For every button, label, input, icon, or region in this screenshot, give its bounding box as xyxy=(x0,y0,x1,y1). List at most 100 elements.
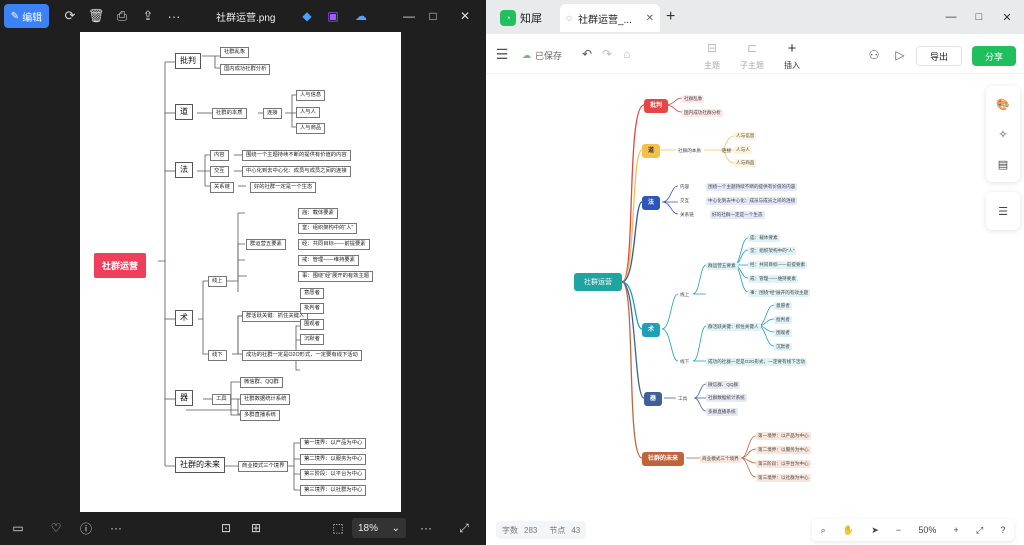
node[interactable]: 社群乱象 xyxy=(682,95,705,103)
edit-button[interactable]: ✎ 编辑 xyxy=(4,4,49,28)
magic-icon[interactable]: ✧ xyxy=(998,128,1008,141)
node[interactable]: 围观者 xyxy=(774,329,792,337)
mindmap-canvas[interactable]: 社群运营 批判 道 法 术 器 社群的未来 社群乱象 国内成功社群分析 社群的本… xyxy=(486,74,1024,514)
cloud-off-icon[interactable]: ☁ xyxy=(355,9,367,23)
child-node-icon[interactable]: ⊏ xyxy=(746,41,758,55)
info-icon[interactable]: ⓘ xyxy=(79,521,92,536)
fullscreen-icon[interactable]: ⤢ xyxy=(459,520,469,535)
root-node[interactable]: 社群运营 xyxy=(574,273,622,291)
favorite-icon[interactable]: ♡ xyxy=(50,521,62,535)
more-icon[interactable]: ··· xyxy=(167,8,181,24)
present-icon[interactable]: ▷ xyxy=(895,48,905,62)
node[interactable]: 第三阶段：以平台为中心 xyxy=(756,460,811,468)
node[interactable]: 好的社群一定是一个生态 xyxy=(710,211,765,219)
node[interactable]: 社群的本质 xyxy=(678,148,701,153)
crop-icon[interactable]: ⊡ xyxy=(220,521,232,535)
text-recognize-icon[interactable]: ⊞ xyxy=(250,521,262,535)
app-icon-2[interactable]: ▣ xyxy=(327,9,339,23)
node[interactable]: 国内成功社群分析 xyxy=(682,109,723,117)
maximize-button[interactable]: □ xyxy=(429,9,437,23)
node[interactable]: 沉默者 xyxy=(774,343,792,351)
zoom-select[interactable]: 18% ⌄ xyxy=(352,518,406,538)
node-future[interactable]: 社群的未来 xyxy=(642,452,685,466)
new-tab-button[interactable]: + xyxy=(666,8,676,25)
layout-icon[interactable]: ▤ xyxy=(997,158,1009,171)
node-fa[interactable]: 法 xyxy=(642,196,661,210)
undo-icon[interactable]: ↶ xyxy=(581,47,593,61)
fit-icon[interactable]: ⬚ xyxy=(332,521,344,535)
minimize-button[interactable]: — xyxy=(403,9,415,23)
share-button[interactable]: 分享 xyxy=(972,46,1016,66)
node[interactable]: 批判者 xyxy=(774,316,792,324)
insert-icon[interactable]: + xyxy=(787,39,797,57)
hand-icon[interactable]: ✋ xyxy=(842,524,855,535)
pointer-icon[interactable]: ➤ xyxy=(871,524,879,535)
node-qi[interactable]: 器 xyxy=(644,392,663,406)
node[interactable]: 关系链 xyxy=(680,212,694,217)
node[interactable]: 人与人 xyxy=(734,146,752,154)
tab-document[interactable]: ◌ 社群运营_... ✕ xyxy=(560,4,660,32)
node[interactable]: 线下 xyxy=(680,359,690,364)
more-icon[interactable]: ··· xyxy=(110,521,122,535)
node[interactable]: 第三境界：以社群为中心 xyxy=(756,474,811,482)
node[interactable]: 围绕一个主题持续不断的提供有价值的内容 xyxy=(706,183,798,191)
rotate-icon[interactable]: ⟳ xyxy=(64,8,76,23)
minimize-button[interactable]: — xyxy=(945,11,957,23)
image-canvas[interactable]: 社群运营 批判 道 法 术 器 社群的未来 社群乱象 国内成功社群分析 社群的本… xyxy=(80,32,401,512)
node[interactable]: 第一境界：以产品为中心 xyxy=(756,432,811,440)
tab-close-icon[interactable]: ✕ xyxy=(645,12,654,24)
delete-icon[interactable]: 🗑 xyxy=(87,8,105,23)
node[interactable]: 成功的社群一定是O2O形式，一定要有线下活动 xyxy=(706,358,807,366)
fullscreen-icon[interactable]: ⤢ xyxy=(975,524,984,535)
node[interactable]: 群运营五要素 xyxy=(706,262,738,270)
collaborate-icon[interactable]: ⚇ xyxy=(868,48,880,62)
node-dao[interactable]: 道 xyxy=(642,144,661,158)
share-icon[interactable]: ⇪ xyxy=(142,8,154,23)
node[interactable]: 线上 xyxy=(680,292,690,297)
tool-theme-label[interactable]: 主题 xyxy=(704,61,720,70)
node[interactable]: 戒：管理——维持要素 xyxy=(748,275,798,283)
tool-child-label[interactable]: 子主题 xyxy=(740,61,764,70)
node[interactable]: 微信群、QQ群 xyxy=(706,381,741,389)
node[interactable]: 工具 xyxy=(678,396,688,401)
node-pipan[interactable]: 批判 xyxy=(644,99,669,113)
close-button[interactable]: ✕ xyxy=(1002,11,1012,24)
node[interactable]: 连接 xyxy=(722,148,732,153)
node[interactable]: 意愿者 xyxy=(774,302,792,310)
zoom-in-icon[interactable]: + xyxy=(953,525,959,535)
node[interactable]: 庙：载体要素 xyxy=(748,234,780,242)
app-tab[interactable]: ◔ 知犀 xyxy=(500,6,542,30)
outline-icon[interactable]: ☰ xyxy=(998,205,1008,218)
tool-insert-label[interactable]: 插入 xyxy=(784,61,800,70)
help-icon[interactable]: ? xyxy=(1000,525,1006,535)
node[interactable]: 群活跃关键：抓住关键人 xyxy=(706,323,761,331)
node[interactable]: 事：围绕“经”展开的有效主题 xyxy=(748,289,811,297)
node[interactable]: 堂：组织架构中的“人” xyxy=(748,247,797,255)
format-painter-icon[interactable]: ⌂ xyxy=(623,47,631,61)
zoom-value[interactable]: 50% xyxy=(918,525,937,535)
app-icon-1[interactable]: ◆ xyxy=(302,9,312,23)
node[interactable]: 交互 xyxy=(680,198,690,203)
search-icon[interactable]: ⌕ xyxy=(820,524,826,535)
filmstrip-icon[interactable]: ▭ xyxy=(12,521,24,535)
node[interactable]: 人与信息 xyxy=(734,132,757,140)
node[interactable]: 人与商品 xyxy=(734,159,757,167)
more-icon[interactable]: ··· xyxy=(420,521,432,535)
node[interactable]: 第二境界：以服务为中心 xyxy=(756,446,811,454)
export-button[interactable]: 导出 xyxy=(916,46,962,66)
palette-icon[interactable]: 🎨 xyxy=(996,98,1010,111)
zoom-out-icon[interactable]: − xyxy=(895,525,902,535)
node[interactable]: 社群数据统计系统 xyxy=(706,394,747,402)
menu-icon[interactable]: ☰ xyxy=(495,45,509,62)
maximize-button[interactable]: □ xyxy=(975,11,983,23)
close-button[interactable]: ✕ xyxy=(459,9,471,23)
redo-icon[interactable]: ↷ xyxy=(601,47,613,61)
node[interactable]: 多群直播系统 xyxy=(706,408,738,416)
print-icon[interactable]: ⎙ xyxy=(116,8,128,23)
node[interactable]: 中心化到去中心化：成员与成员之间的连接 xyxy=(706,197,798,205)
node[interactable]: 内容 xyxy=(680,184,690,189)
theme-node-icon[interactable]: ⊟ xyxy=(706,41,718,55)
node[interactable]: 商业模式三个境界 xyxy=(700,455,741,463)
node-shu[interactable]: 术 xyxy=(642,323,661,337)
node[interactable]: 经：共同目标——前提要素 xyxy=(748,261,808,269)
